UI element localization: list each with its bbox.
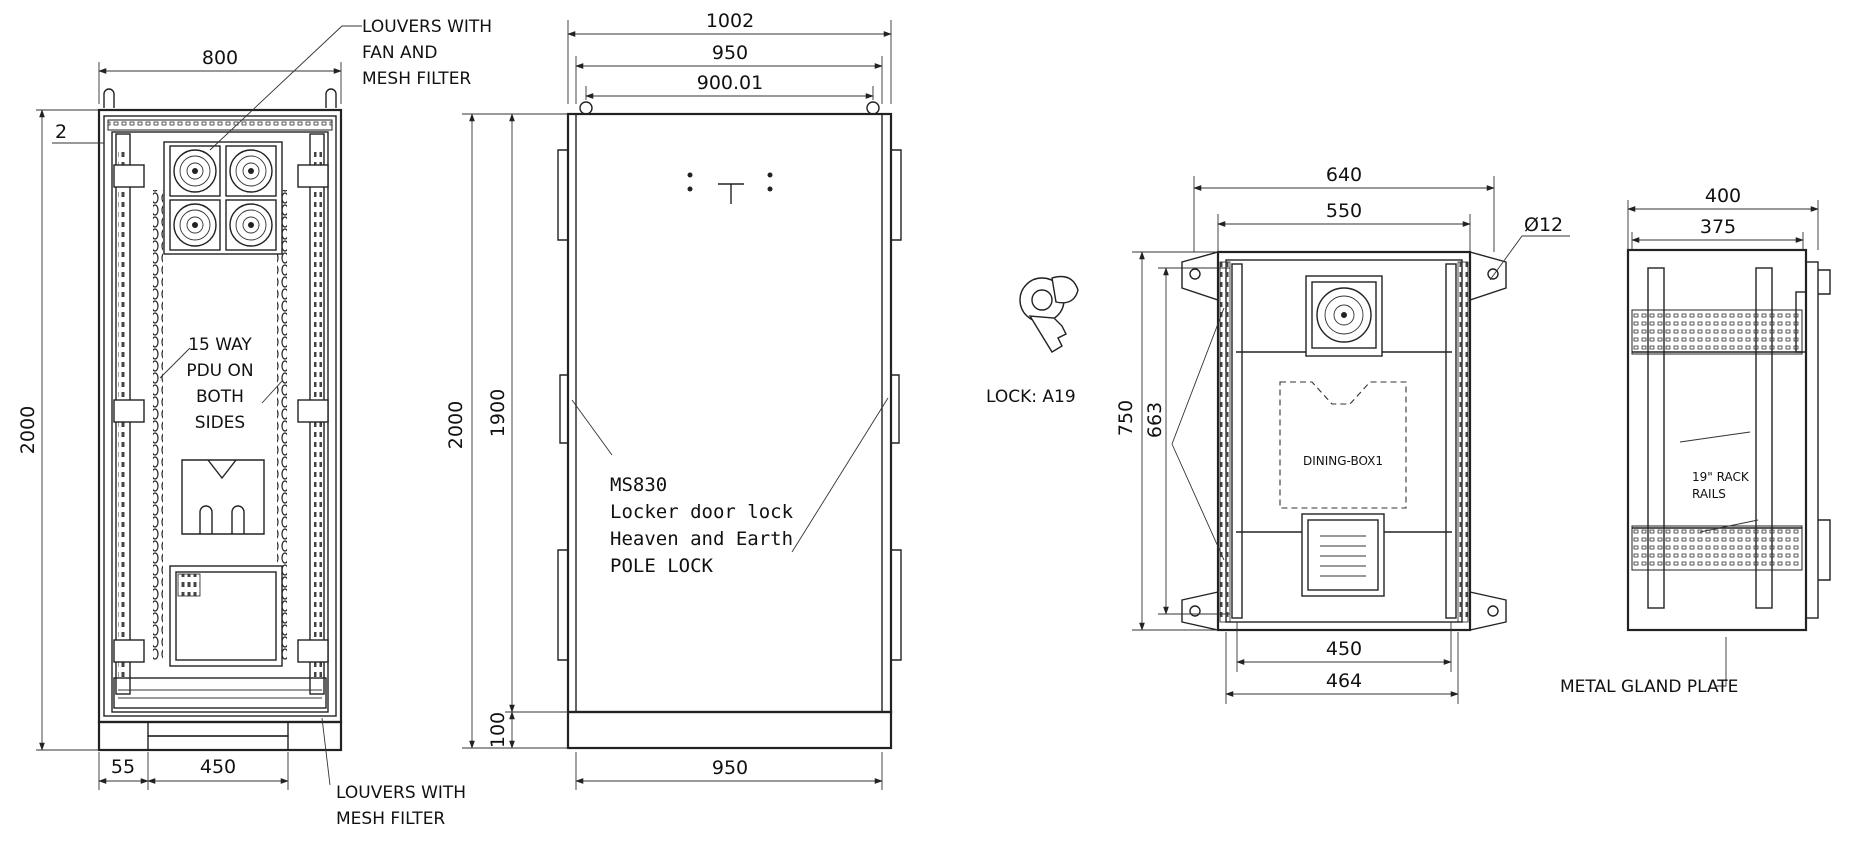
dim-2000-side: 2000 [445,401,467,449]
lock-callout: MS830 Locker door lock Heaven and Earth … [571,397,889,577]
callout-pdu-2: PDU ON [186,361,253,381]
dim-950-bottom: 950 [712,757,748,779]
callout-louvers-fan-3: MESH FILTER [362,69,471,89]
dim-640: 640 [1326,164,1362,186]
callout-louvers-mesh-2: MESH FILTER [336,809,445,829]
key-label: LOCK: A19 [986,387,1076,407]
front-view [97,88,343,752]
dim-750: 750 [1115,400,1137,436]
front-view-dimensions: 800 2 2000 55 450 [17,47,342,790]
dim-55: 55 [111,756,135,778]
fan-icon [169,145,277,251]
top-view: DINING-BOX1 [1171,250,1507,632]
gland-plate-label: METAL GLAND PLATE [1560,677,1738,697]
callout-louvers-fan-2: FAN AND [362,43,437,63]
lock-text-4: POLE LOCK [610,555,714,577]
dim-450-front: 450 [200,756,236,778]
dim-464: 464 [1326,670,1362,692]
front-view-callouts: LOUVERS WITH FAN AND MESH FILTER 15 WAY … [159,17,492,829]
side-view [557,101,902,750]
callout-pdu-3: BOTH [196,387,244,407]
dim-950-top: 950 [712,42,748,64]
dim-800: 800 [202,47,238,69]
callout-pdu-1: 15 WAY [188,335,252,355]
callout-pdu-4: SIDES [195,413,245,433]
lock-text-2: Locker door lock [610,501,794,523]
dim-hole: Ø12 [1524,214,1563,236]
key-icon [1019,275,1079,353]
dim-100: 100 [487,712,509,748]
dim-663: 663 [1144,402,1166,438]
dim-400: 400 [1705,185,1741,207]
dim-900: 900.01 [697,72,763,94]
rack-rails-label-1: 19" RACK [1692,470,1750,484]
dim-1900: 1900 [487,389,509,437]
callout-louvers-fan-1: LOUVERS WITH [362,17,492,37]
end-view-dimensions: 400 375 19" RACK RAILS METAL GLAND PLATE [1560,185,1819,697]
callout-louvers-mesh-1: LOUVERS WITH [336,783,466,803]
rack-rails-label-2: RAILS [1692,487,1726,501]
lock-text-1: MS830 [610,474,667,496]
fan-icon [1305,275,1383,357]
dim-450-top: 450 [1326,638,1362,660]
dim-2000-front: 2000 [17,406,39,454]
dining-box-label: DINING-BOX1 [1303,454,1383,468]
end-view [1626,248,1831,632]
lock-text-3: Heaven and Earth [610,528,793,550]
side-view-dimensions: 1002 950 900.01 2000 1900 100 950 [445,10,892,790]
dim-1002: 1002 [706,10,754,32]
top-view-dimensions: 640 550 Ø12 750 663 450 464 [1115,164,1570,704]
dim-375: 375 [1700,216,1736,238]
dim-2: 2 [55,121,67,143]
dim-550: 550 [1326,200,1362,222]
